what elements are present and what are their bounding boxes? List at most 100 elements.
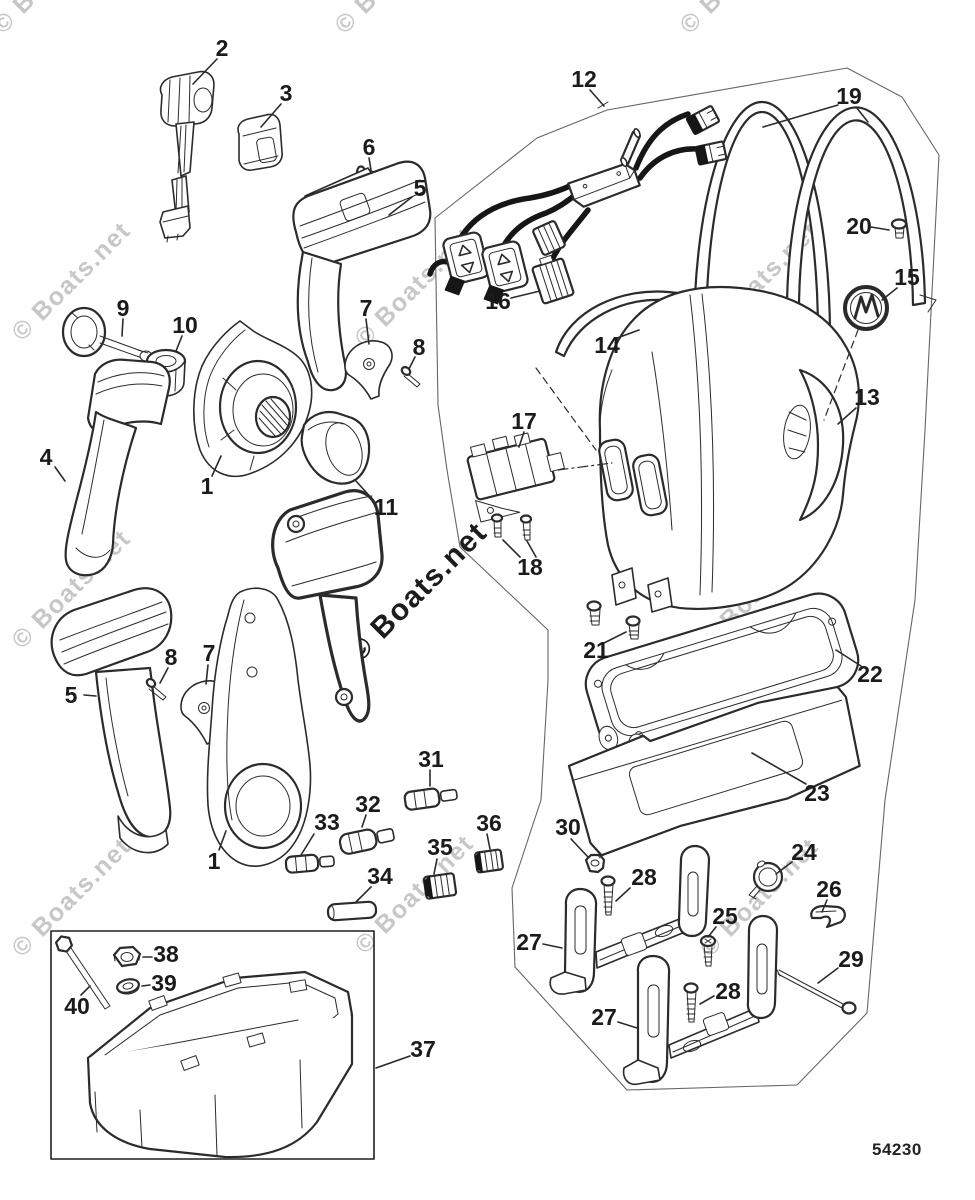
leader-line [570, 838, 589, 858]
part-label-7: 7 [203, 640, 216, 666]
part-label-1: 1 [208, 848, 221, 874]
part-3-connector [237, 113, 283, 171]
leader-line [707, 926, 717, 938]
part-label-40: 40 [64, 993, 90, 1019]
part-32-terminal [338, 828, 395, 855]
part-28-screw-upper [600, 875, 616, 916]
watermark: © Boats.net [0, 0, 117, 39]
part-label-5: 5 [414, 175, 427, 201]
part-label-11: 11 [374, 494, 399, 520]
part-4-handle [64, 358, 171, 577]
part-28-screw-lower [683, 982, 699, 1023]
part-label-13: 13 [854, 384, 880, 410]
part-label-23: 23 [804, 780, 830, 806]
leader-line [817, 967, 839, 984]
leader-line [762, 104, 839, 128]
part-label-18: 18 [517, 554, 543, 580]
diagram-part-number: 54230 [872, 1140, 922, 1159]
leader-line [388, 196, 413, 216]
leader-line [518, 431, 525, 448]
part-label-32: 32 [355, 791, 381, 817]
part-38-nut [112, 945, 142, 968]
part-label-3: 3 [280, 80, 293, 106]
part-label-6: 6 [363, 134, 376, 160]
leader-line [835, 649, 862, 667]
leader-line [375, 1055, 411, 1069]
part-15-mercury-emblem [843, 285, 889, 331]
part-label-16: 16 [485, 288, 511, 314]
part-label-27: 27 [516, 929, 542, 955]
leader-line [355, 480, 375, 502]
leader-line [205, 664, 209, 685]
part-label-35: 35 [427, 834, 453, 860]
part-37-mount-cup [86, 970, 354, 1159]
leader-line [175, 335, 183, 352]
part-35-connector-block [422, 872, 458, 900]
leader-line [433, 858, 438, 875]
leader-line [881, 287, 898, 301]
leader-line [502, 539, 521, 558]
leader-line [486, 833, 491, 850]
leader-line [361, 814, 367, 828]
part-36-connector-block [474, 848, 504, 874]
leader-line [83, 694, 97, 697]
part-33-terminal [284, 853, 335, 874]
leader-line [821, 899, 828, 913]
leader-line [54, 466, 66, 482]
leader-line [368, 157, 372, 171]
part-18-screws [490, 513, 533, 541]
part-40-bolt [54, 935, 111, 1010]
leader-line [870, 226, 890, 231]
part-16-connector [531, 254, 575, 305]
part-label-25: 25 [712, 903, 738, 929]
part-24-clamp [748, 860, 784, 900]
inset-box-37 [50, 930, 375, 1160]
part-label-8: 8 [413, 334, 426, 360]
part-label-14: 14 [594, 332, 620, 358]
part-21-screws [586, 600, 641, 640]
leader-line [408, 356, 416, 370]
part-8-screw-mid [145, 677, 167, 701]
leader-line [365, 318, 370, 345]
part-label-39: 39 [151, 970, 177, 996]
leader-line [121, 318, 124, 337]
part-label-22: 22 [857, 661, 883, 687]
part-12-wiring-harness [427, 105, 728, 305]
part-30-nut [584, 853, 606, 874]
leader-line [615, 887, 631, 902]
leader-line [80, 985, 91, 996]
part-5-handle-left [50, 587, 173, 854]
part-1-housing-top [193, 320, 313, 478]
part-label-21: 21 [583, 637, 609, 663]
watermark: © Boats.net [674, 0, 804, 39]
leader-line [526, 540, 537, 558]
watermark: © Boats.net [329, 0, 459, 39]
part-label-5: 5 [65, 682, 78, 708]
part-label-29: 29 [838, 946, 864, 972]
leader-line [159, 667, 169, 684]
leader-line [192, 58, 218, 85]
part-label-33: 33 [314, 809, 340, 835]
leader-line [211, 455, 222, 477]
part-label-24: 24 [791, 839, 817, 865]
leader-line [260, 103, 282, 128]
leader-line [355, 886, 372, 903]
part-17-switch-bracket [466, 432, 565, 523]
part-label-15: 15 [894, 264, 920, 290]
part-label-9: 9 [117, 295, 130, 321]
part-label-1: 1 [201, 473, 214, 499]
part-26-clip [810, 904, 846, 929]
part-label-28: 28 [631, 864, 657, 890]
part-label-17: 17 [511, 408, 537, 434]
part-label-4: 4 [40, 444, 53, 470]
leader-line [300, 833, 315, 856]
leader-line [617, 1021, 638, 1029]
inset-box-border [50, 930, 375, 1160]
part-label-28: 28 [715, 978, 741, 1004]
part-label-30: 30 [555, 814, 581, 840]
part-label-31: 31 [418, 746, 444, 772]
part-label-34: 34 [367, 863, 393, 889]
leader-line [616, 329, 640, 339]
dashed-reference-lines [535, 101, 859, 471]
